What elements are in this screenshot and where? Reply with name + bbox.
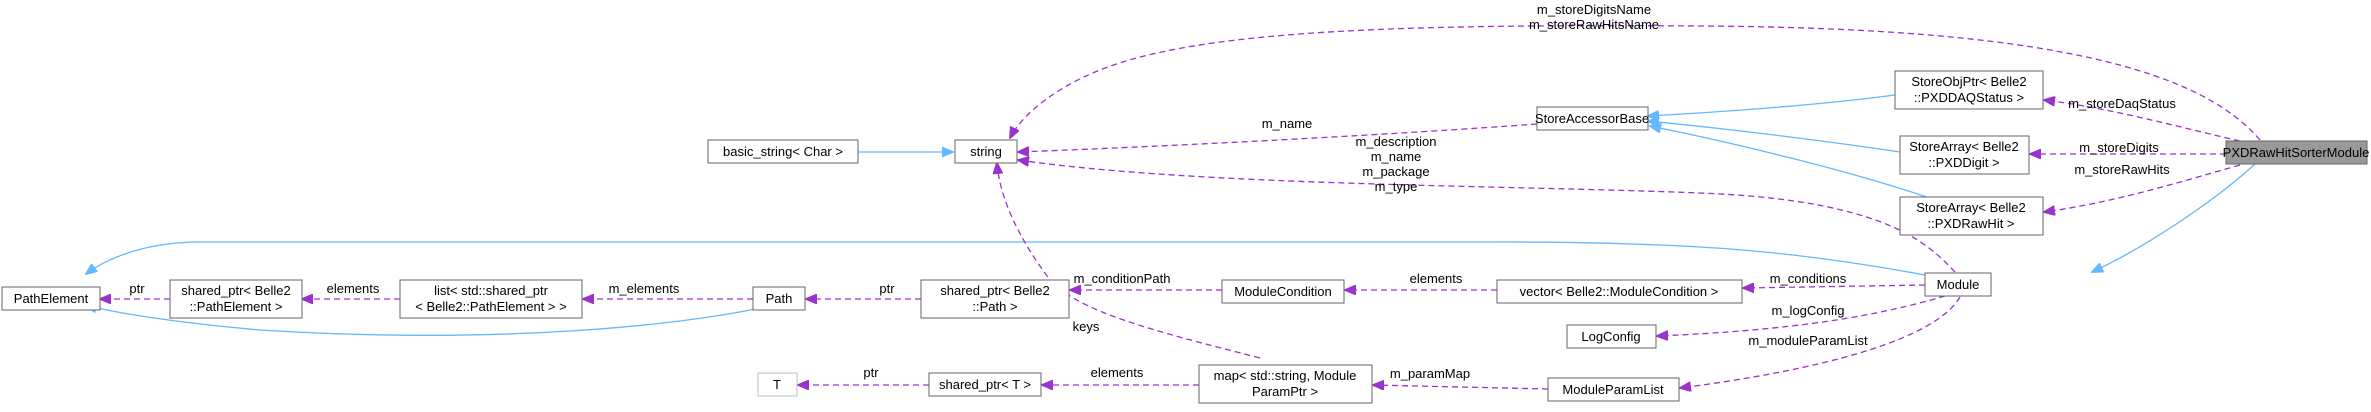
node-log-config-label: LogConfig	[1581, 329, 1640, 344]
node-map-label-1: map< std::string, Module	[1214, 368, 1357, 383]
label-m-conditions: m_conditions	[1770, 271, 1847, 286]
label-m-store-digits: m_storeDigits	[2079, 140, 2159, 155]
label-m-elements: m_elements	[609, 281, 680, 296]
edge-module-to-pathelement	[86, 241, 1926, 276]
label-m-condition-path: m_conditionPath	[1074, 271, 1171, 286]
node-store-array-digit-label-1: StoreArray< Belle2	[1909, 139, 2018, 154]
node-module-param-list[interactable]: ModuleParamList	[1547, 377, 1680, 402]
node-string[interactable]: string	[954, 139, 1018, 164]
label-m-param-map: m_paramMap	[1390, 366, 1470, 381]
node-store-obj-ptr-label-1: StoreObjPtr< Belle2	[1911, 74, 2026, 89]
node-t-label: T	[773, 377, 781, 392]
node-path[interactable]: Path	[752, 286, 806, 311]
edge-accessorbase-to-string	[1018, 123, 1538, 152]
node-path-element[interactable]: PathElement	[1, 286, 101, 311]
node-store-array-raw-label-2: ::PXDRawHit >	[1927, 216, 2014, 231]
node-basic-string-label: basic_string< Char >	[723, 144, 843, 159]
node-module-condition-label: ModuleCondition	[1234, 284, 1332, 299]
node-store-accessor-base[interactable]: StoreAccessorBase	[1535, 106, 1649, 131]
node-map-module-param-ptr[interactable]: map< std::string, Module ParamPtr >	[1198, 364, 1373, 404]
node-store-accessor-base-label: StoreAccessorBase	[1535, 111, 1649, 126]
node-vector-module-condition[interactable]: vector< Belle2::ModuleCondition >	[1496, 279, 1743, 304]
label-module-2: m_name	[1371, 149, 1422, 164]
label-m-name: m_name	[1262, 116, 1313, 131]
node-vector-label: vector< Belle2::ModuleCondition >	[1520, 284, 1719, 299]
label-m-store-raw-hits: m_storeRawHits	[2074, 162, 2170, 177]
node-basic-string[interactable]: basic_string< Char >	[707, 139, 859, 164]
label-elements-vector: elements	[1410, 271, 1463, 286]
edge-module-to-vector	[1743, 285, 1926, 288]
label-ptr-t: ptr	[863, 365, 879, 380]
edge-pxd-to-storearray-raw	[2044, 164, 2241, 212]
edge-moduleparamlist-to-map	[1373, 385, 1549, 389]
node-shared-ptr-path-label-2: ::Path >	[972, 299, 1017, 314]
label-elements-list: elements	[327, 281, 380, 296]
label-module-3: m_package	[1362, 164, 1429, 179]
label-keys: keys	[1073, 319, 1100, 334]
node-pxd-raw-hit-sorter-module[interactable]: PXDRawHitSorterModule	[2223, 140, 2370, 165]
node-store-array-digit-label-2: ::PXDDigit >	[1928, 155, 1999, 170]
node-pxd-raw-hit-sorter-module-label: PXDRawHitSorterModule	[2223, 145, 2370, 160]
node-string-label: string	[970, 144, 1002, 159]
node-shared-ptr-path-element[interactable]: shared_ptr< Belle2 ::PathElement >	[169, 279, 303, 319]
edge-path-to-pathelement	[86, 305, 761, 336]
node-module-param-list-label: ModuleParamList	[1562, 382, 1664, 397]
label-top-1: m_storeDigitsName	[1537, 2, 1651, 17]
edge-module-to-string	[1018, 160, 1956, 273]
node-store-array-pxd-raw-hit[interactable]: StoreArray< Belle2 ::PXDRawHit >	[1899, 196, 2044, 236]
edge-pxd-to-string-top	[1010, 25, 2261, 141]
node-path-element-label: PathElement	[14, 291, 89, 306]
node-shared-ptr-pe-label-1: shared_ptr< Belle2	[181, 283, 291, 298]
node-log-config[interactable]: LogConfig	[1566, 324, 1657, 349]
label-module-4: m_type	[1375, 179, 1418, 194]
label-m-module-param-list: m_moduleParamList	[1748, 333, 1868, 348]
node-list-label-1: list< std::shared_ptr	[434, 283, 548, 298]
label-ptr-pe: ptr	[129, 281, 145, 296]
node-shared-ptr-t-label: shared_ptr< T >	[939, 377, 1031, 392]
node-module-label: Module	[1937, 277, 1980, 292]
label-elements-map: elements	[1091, 365, 1144, 380]
edge-storearray-digit-to-accessorbase	[1648, 121, 1901, 153]
edge-pxd-to-module	[2092, 163, 2256, 272]
node-shared-ptr-path[interactable]: shared_ptr< Belle2 ::Path >	[920, 279, 1070, 319]
label-ptr-path: ptr	[879, 281, 895, 296]
node-shared-ptr-t[interactable]: shared_ptr< T >	[928, 372, 1042, 397]
node-shared-ptr-path-label-1: shared_ptr< Belle2	[940, 283, 1050, 298]
node-shared-ptr-pe-label-2: ::PathElement >	[190, 299, 283, 314]
node-path-label: Path	[766, 291, 793, 306]
node-map-label-2: ParamPtr >	[1252, 384, 1318, 399]
label-top-2: m_storeRawHitsName	[1529, 17, 1659, 32]
edge-pxd-to-storeobjptr	[2044, 100, 2241, 142]
node-store-array-raw-label-1: StoreArray< Belle2	[1916, 200, 2025, 215]
node-list-shared-ptr[interactable]: list< std::shared_ptr < Belle2::PathElem…	[399, 279, 583, 319]
node-store-array-pxd-digit[interactable]: StoreArray< Belle2 ::PXDDigit >	[1899, 135, 2030, 175]
node-store-obj-ptr-label-2: ::PXDDAQStatus >	[1914, 90, 2024, 105]
node-module[interactable]: Module	[1924, 272, 1992, 297]
edge-storeobjptr-to-accessorbase	[1648, 94, 1896, 116]
edge-storearray-raw-to-accessorbase	[1650, 126, 1936, 201]
node-list-label-2: < Belle2::PathElement > >	[415, 299, 566, 314]
label-m-store-daq-status: m_storeDaqStatus	[2068, 96, 2176, 111]
label-module-1: m_description	[1356, 134, 1437, 149]
edge-module-to-moduleparamlist	[1680, 296, 1961, 388]
node-t[interactable]: T	[757, 372, 798, 397]
edge-map-to-string	[997, 163, 1261, 359]
label-m-log-config: m_logConfig	[1772, 303, 1845, 318]
node-store-obj-ptr-daq-status[interactable]: StoreObjPtr< Belle2 ::PXDDAQStatus >	[1894, 70, 2044, 110]
node-module-condition[interactable]: ModuleCondition	[1221, 279, 1345, 304]
